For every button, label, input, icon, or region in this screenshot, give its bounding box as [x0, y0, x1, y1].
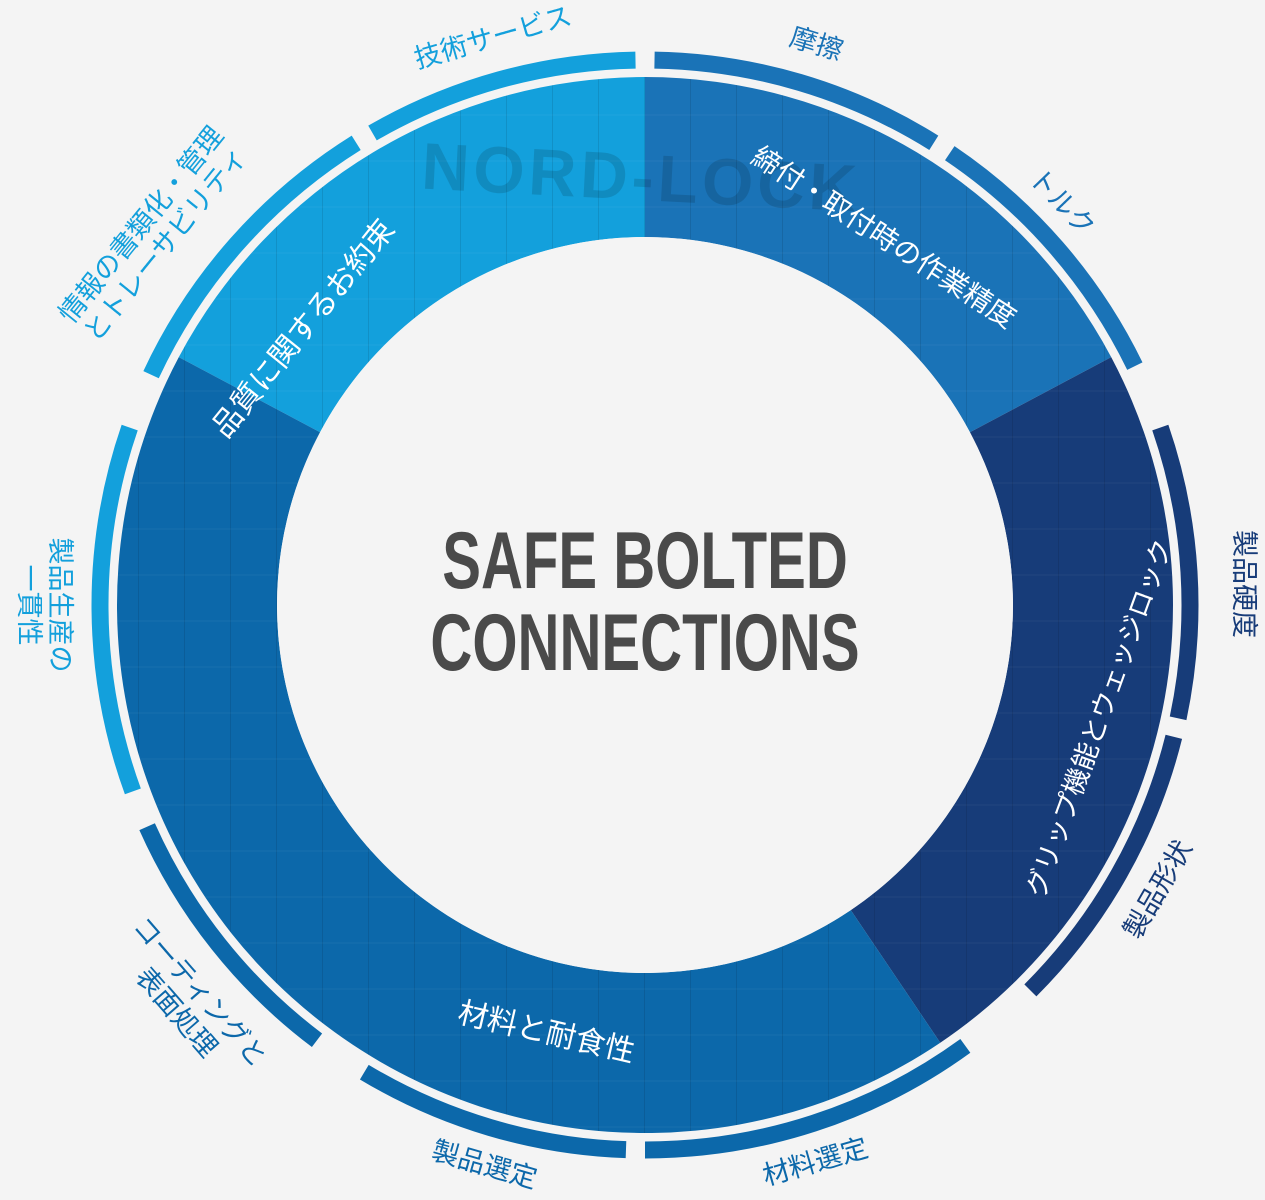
- outer-label-line: 一貫性: [13, 565, 44, 646]
- page-title-line-1: SAFE BOLTED: [442, 514, 848, 605]
- outer-label-line: 摩擦: [786, 22, 847, 67]
- outer-segment-technical-service: [368, 51, 636, 141]
- outer-segment-friction: [654, 51, 939, 151]
- inner-segment-texture-quality-commitment: [178, 77, 646, 433]
- inner-segment-texture-material-corrosion: [116, 357, 941, 1133]
- outer-segment-product-selection: [359, 1064, 627, 1159]
- inner-segment-texture-grip-wedge-lock: [850, 357, 1173, 1043]
- outer-label-production-consistency: 製品生産の一貫性: [13, 538, 75, 673]
- outer-segment-coating-surface: [139, 823, 323, 1048]
- outer-label-line: 製品生産の: [44, 538, 75, 673]
- outer-label-friction: 摩擦: [786, 22, 847, 67]
- outer-segment-product-shape: [1024, 734, 1183, 997]
- page-title-line-2: CONNECTIONS: [430, 596, 859, 687]
- outer-label-line: 製品硬度: [1228, 530, 1259, 638]
- center-disc: [277, 237, 1013, 973]
- inner-segment-texture-fastening-accuracy: [645, 77, 1112, 433]
- outer-segment-documentation-traceability: [143, 135, 361, 379]
- washer-texture-overlay: [116, 77, 1173, 1133]
- outer-segment-torque: [945, 146, 1143, 370]
- outer-ring: [91, 51, 1199, 1159]
- outer-segment-material-selection: [644, 1039, 971, 1159]
- outer-label-product-hardness: 製品硬度: [1228, 530, 1259, 638]
- outer-segment-product-hardness: [1152, 424, 1199, 721]
- outer-segment-production-consistency: [91, 424, 141, 795]
